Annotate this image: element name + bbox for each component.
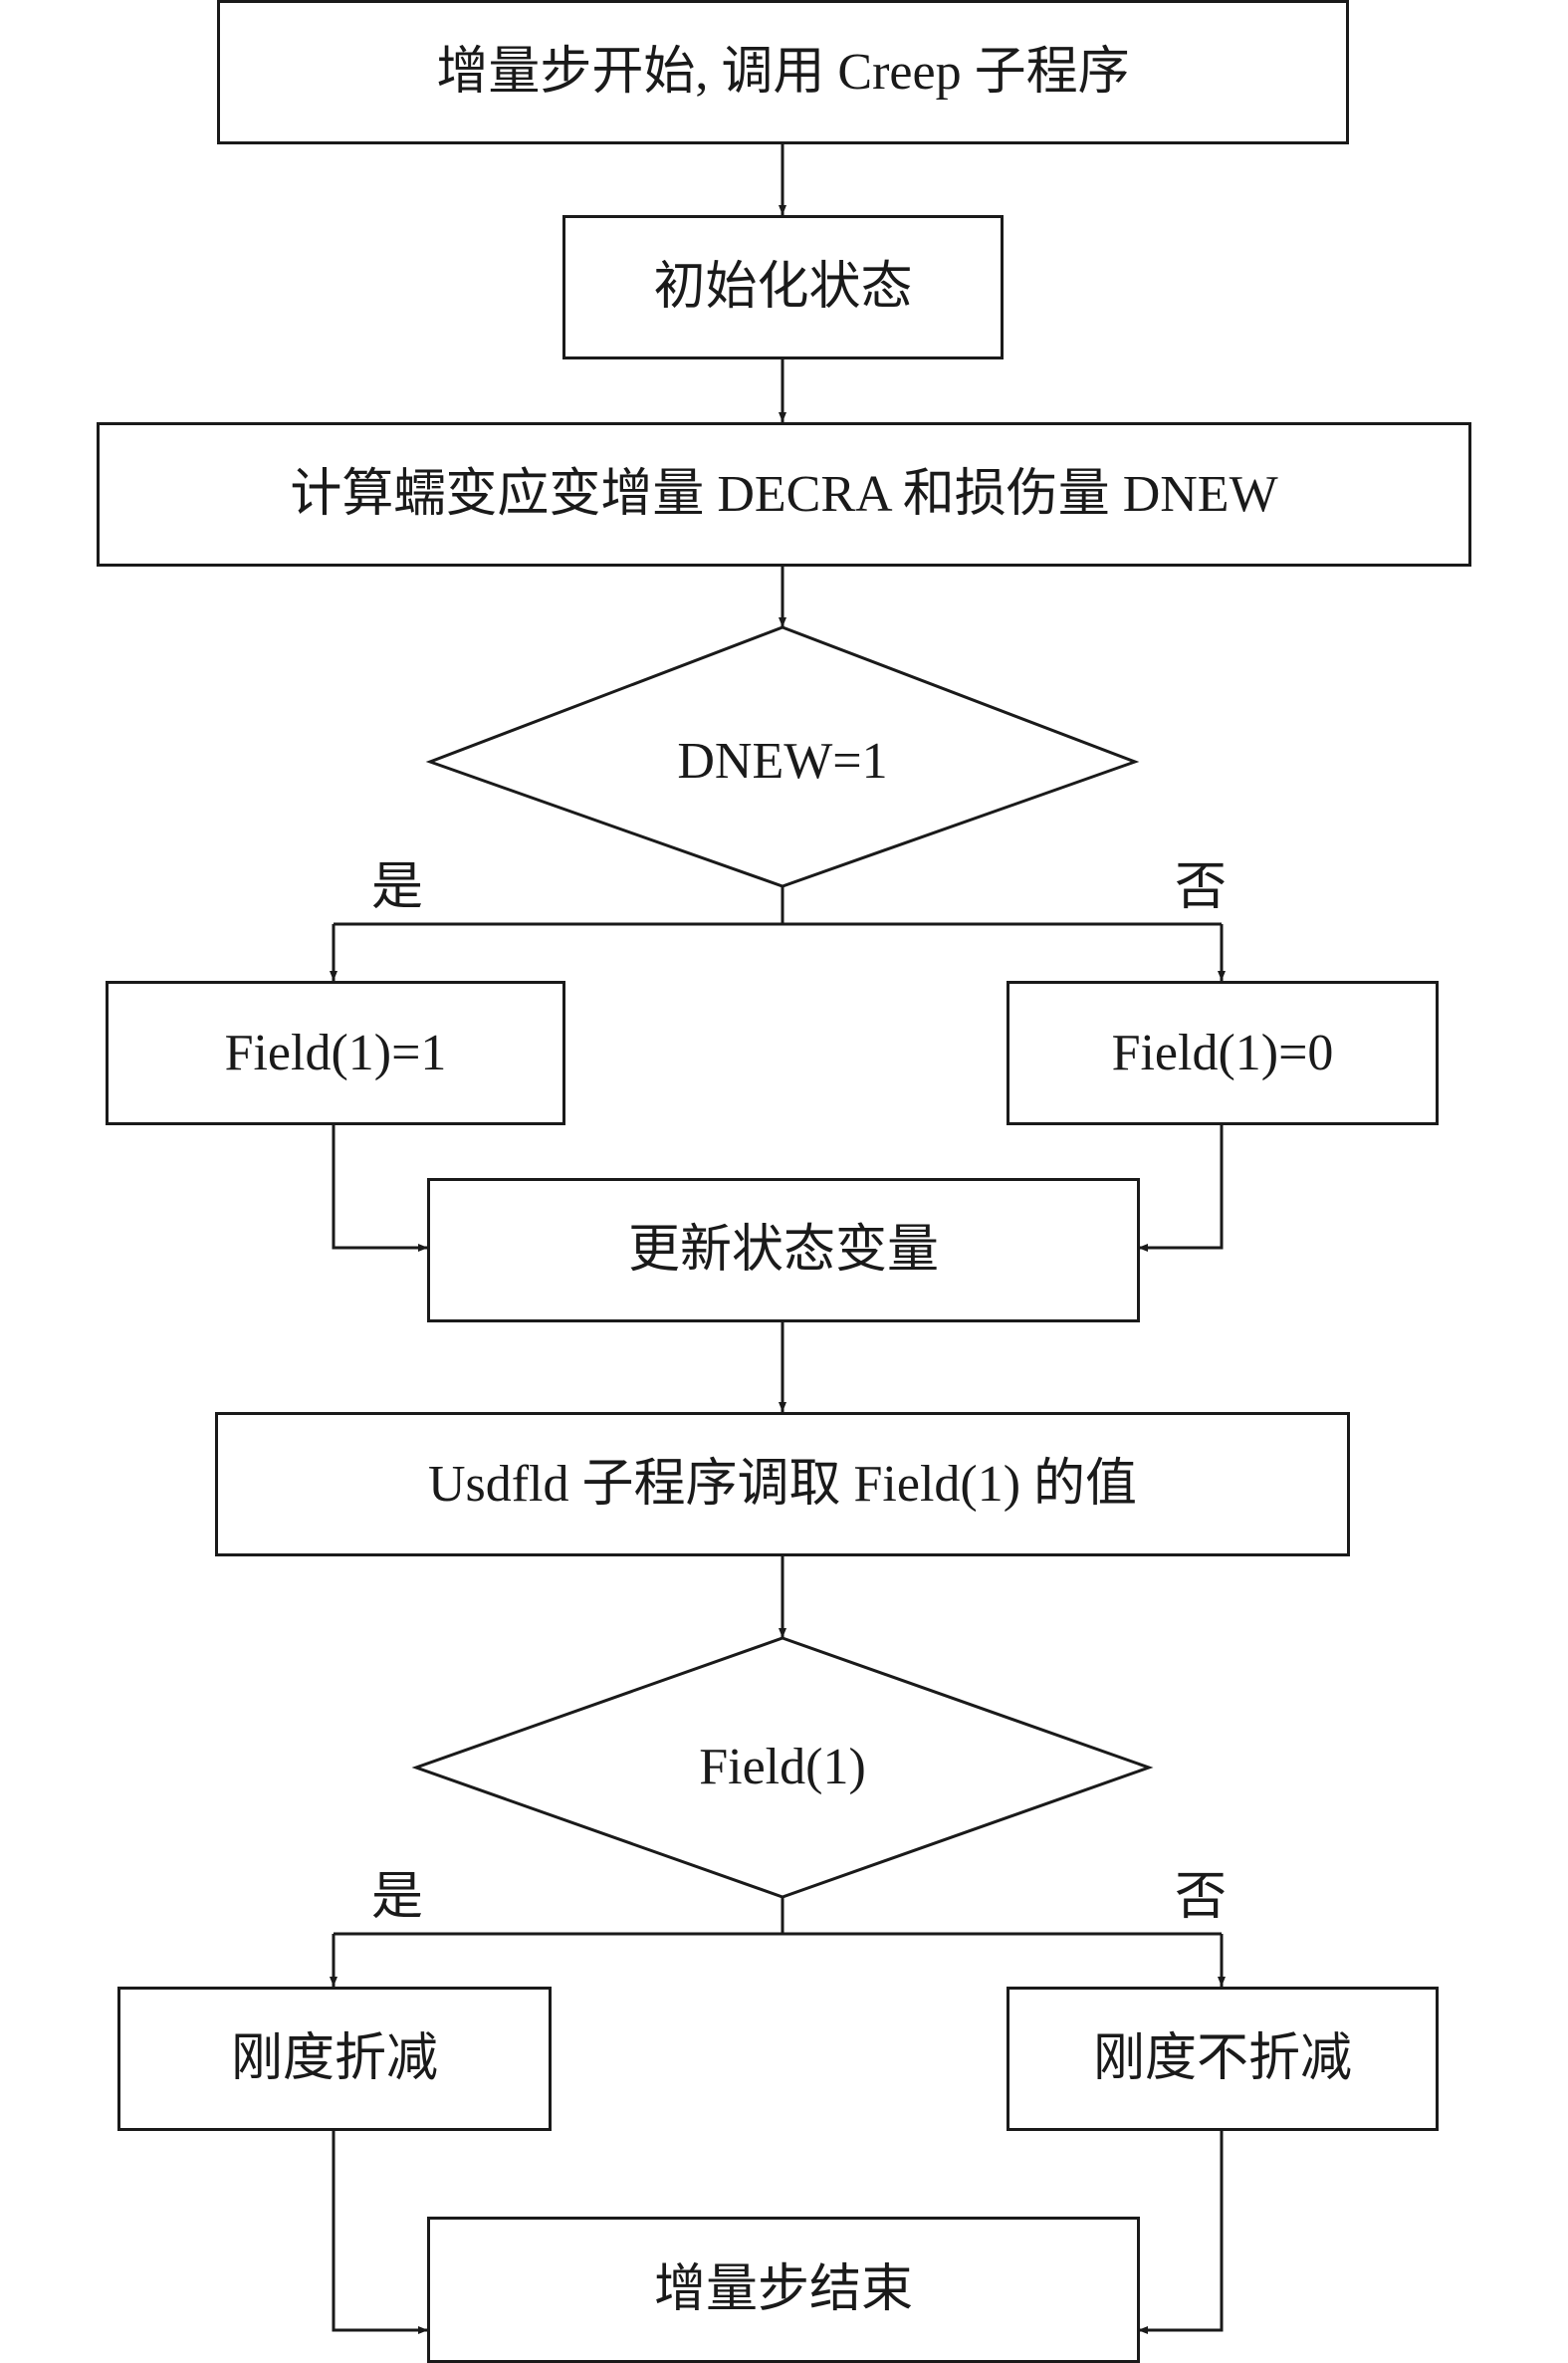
field-zero-box: Field(1)=0 bbox=[1007, 981, 1439, 1125]
branch-line-dnew bbox=[334, 886, 1222, 926]
usdfld-box: Usdfld 子程序调取 Field(1) 的值 bbox=[215, 1412, 1350, 1556]
compute-box: 计算蠕变应变增量 DECRA 和损伤量 DNEW bbox=[97, 422, 1471, 567]
no-reduce-box: 刚度不折减 bbox=[1007, 1987, 1439, 2131]
reduce-box: 刚度折减 bbox=[117, 1987, 552, 2131]
branch-line-field bbox=[334, 1897, 1222, 1936]
arrow-field-one-update bbox=[332, 1123, 428, 1252]
yes-label-2: 是 bbox=[371, 1869, 424, 1926]
update-box: 更新状态变量 bbox=[427, 1178, 1140, 1322]
start-box: 增量步开始, 调用 Creep 子程序 bbox=[217, 0, 1349, 144]
arrow-reduce-end bbox=[332, 2129, 428, 2334]
field-one-box: Field(1)=1 bbox=[106, 981, 565, 1125]
yes-label-1: 是 bbox=[371, 859, 424, 916]
decision-dnew-label: DNEW=1 bbox=[677, 733, 888, 790]
no-label-2: 否 bbox=[1175, 1869, 1228, 1926]
init-box: 初始化状态 bbox=[562, 215, 1004, 359]
arrow-no-reduce-end bbox=[1138, 2129, 1224, 2334]
decision-field-label: Field(1) bbox=[699, 1739, 866, 1795]
no-label-1: 否 bbox=[1175, 859, 1228, 916]
end-box: 增量步结束 bbox=[427, 2217, 1140, 2363]
arrow-field-zero-update bbox=[1138, 1123, 1224, 1252]
